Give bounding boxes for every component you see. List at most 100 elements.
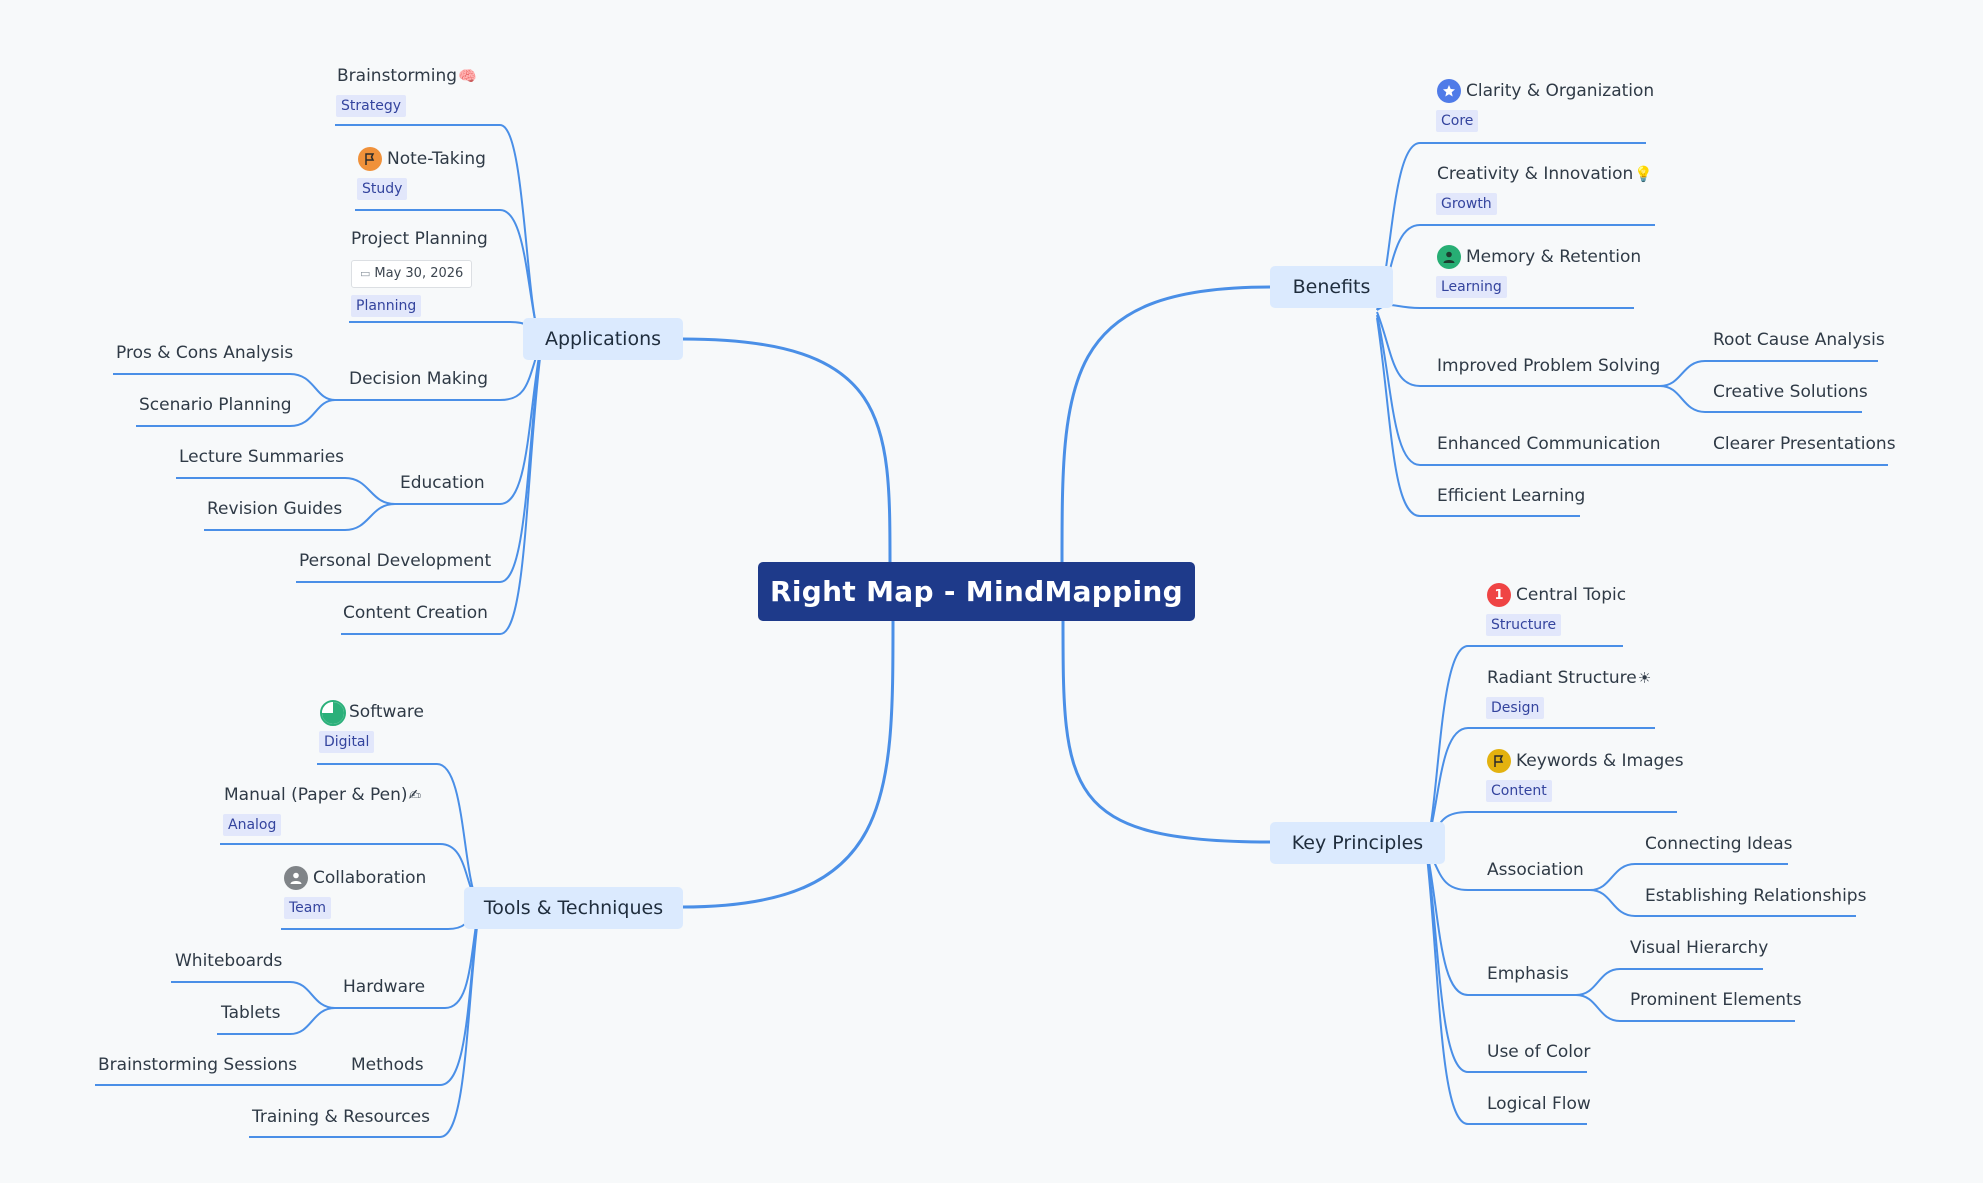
- node-education[interactable]: Education: [400, 473, 485, 493]
- node-revision-guides[interactable]: Revision Guides: [207, 499, 343, 519]
- edge-assoc-connecting: [1589, 863, 1788, 891]
- node-lecture-summaries[interactable]: Lecture Summaries: [179, 447, 345, 467]
- flag-icon: [358, 147, 382, 171]
- node-creative-solutions[interactable]: Creative Solutions: [1713, 382, 1868, 402]
- node-connecting-ideas[interactable]: Connecting Ideas: [1645, 834, 1793, 854]
- edge-hardware-tablets: [217, 1007, 336, 1035]
- edge-hardware-whiteboards: [171, 981, 336, 1009]
- central-topic-node[interactable]: Right Map - MindMapping: [758, 562, 1195, 621]
- node-central-topic[interactable]: Central Topic: [1516, 585, 1627, 605]
- edge-kp-central: [1426, 645, 1623, 846]
- edge-education-lecture: [176, 477, 396, 505]
- edge-ben-problem: [1376, 311, 1660, 387]
- edge-emph-prominent: [1575, 994, 1795, 1022]
- priority-1-icon: 1: [1487, 583, 1511, 607]
- node-efficient-learning[interactable]: Efficient Learning: [1437, 486, 1586, 506]
- node-label: Brainstorming: [337, 66, 458, 86]
- edge-problem-root: [1659, 360, 1878, 387]
- tag-content: Content: [1486, 780, 1552, 802]
- node-enhanced-communication[interactable]: Enhanced Communication: [1437, 434, 1661, 454]
- flag-icon: [1487, 749, 1511, 773]
- node-clarity-organization[interactable]: Clarity & Organization: [1466, 81, 1655, 101]
- edge-kp-emphasis: [1426, 849, 1576, 996]
- node-brainstorming[interactable]: Brainstorming🧠: [337, 65, 477, 87]
- lightbulb-icon: 💡: [1634, 165, 1654, 183]
- node-emphasis[interactable]: Emphasis: [1487, 964, 1569, 984]
- node-decision-making[interactable]: Decision Making: [349, 369, 488, 389]
- node-visual-hierarchy[interactable]: Visual Hierarchy: [1630, 938, 1769, 958]
- node-prominent-elements[interactable]: Prominent Elements: [1630, 990, 1802, 1010]
- tag-learning: Learning: [1436, 276, 1507, 298]
- node-manual[interactable]: Manual (Paper & Pen)✍: [224, 784, 421, 806]
- due-date-chip: ▭May 30, 2026: [351, 260, 473, 288]
- branch-applications[interactable]: Applications: [523, 318, 683, 360]
- tag-team: Team: [284, 897, 332, 919]
- node-logical-flow[interactable]: Logical Flow: [1487, 1094, 1591, 1114]
- tag-structure: Structure: [1486, 614, 1562, 636]
- edge-tools-training: [249, 917, 479, 1138]
- edge-education-revision: [204, 503, 396, 531]
- node-project-planning[interactable]: Project Planning: [351, 229, 488, 249]
- edge-kp-flow: [1426, 855, 1587, 1125]
- node-personal-development[interactable]: Personal Development: [299, 551, 492, 571]
- node-tablets[interactable]: Tablets: [221, 1003, 281, 1023]
- node-training-resources[interactable]: Training & Resources: [252, 1107, 430, 1127]
- tag-growth: Growth: [1436, 193, 1497, 215]
- node-clearer-presentations[interactable]: Clearer Presentations: [1713, 434, 1896, 454]
- calendar-icon: ▭: [360, 267, 371, 280]
- node-pros-cons[interactable]: Pros & Cons Analysis: [116, 343, 294, 363]
- branch-tools-techniques[interactable]: Tools & Techniques: [464, 887, 683, 929]
- node-keywords-images[interactable]: Keywords & Images: [1516, 751, 1684, 771]
- node-content-creation[interactable]: Content Creation: [343, 603, 488, 623]
- edge-app-education: [395, 349, 541, 505]
- user-icon: [284, 866, 308, 890]
- node-creativity-innovation[interactable]: Creativity & Innovation💡: [1437, 163, 1653, 185]
- date-text: May 30, 2026: [374, 266, 464, 281]
- edge-ben-communication: [1376, 314, 1888, 466]
- node-improved-problem-solving[interactable]: Improved Problem Solving: [1437, 356, 1661, 376]
- node-association[interactable]: Association: [1487, 860, 1584, 880]
- node-note-taking[interactable]: Note-Taking: [387, 149, 486, 169]
- edge-root-benefits: [1060, 285, 1271, 566]
- node-software[interactable]: Software: [349, 702, 424, 722]
- edge-app-projectplanning: [349, 321, 541, 341]
- node-radiant-structure[interactable]: Radiant Structure☀: [1487, 667, 1651, 689]
- edge-root-tools: [681, 617, 895, 909]
- node-methods[interactable]: Methods: [351, 1055, 424, 1075]
- edge-decision-pros: [113, 373, 336, 401]
- tag-design: Design: [1486, 697, 1545, 719]
- tag-strategy: Strategy: [336, 95, 406, 117]
- edge-emph-visual: [1575, 968, 1763, 996]
- writing-hand-icon: ✍: [408, 786, 422, 804]
- node-label: Creativity & Innovation: [1437, 164, 1634, 184]
- tag-analog: Analog: [223, 814, 282, 836]
- branch-benefits[interactable]: Benefits: [1270, 266, 1393, 308]
- edge-decision-scenario: [136, 399, 336, 427]
- tag-core: Core: [1436, 110, 1479, 132]
- node-brainstorming-sessions[interactable]: Brainstorming Sessions: [98, 1055, 298, 1075]
- node-use-of-color[interactable]: Use of Color: [1487, 1042, 1591, 1062]
- brain-icon: 🧠: [458, 67, 477, 85]
- node-hardware[interactable]: Hardware: [343, 977, 426, 997]
- edge-ben-memory: [1376, 303, 1634, 311]
- edge-root-applications: [681, 337, 892, 566]
- tag-digital: Digital: [319, 731, 375, 753]
- node-whiteboards[interactable]: Whiteboards: [175, 951, 283, 971]
- branch-key-principles[interactable]: Key Principles: [1270, 822, 1445, 864]
- edge-problem-creative: [1659, 385, 1862, 413]
- node-memory-retention[interactable]: Memory & Retention: [1466, 247, 1642, 267]
- node-scenario-planning[interactable]: Scenario Planning: [139, 395, 292, 415]
- tag-planning: Planning: [351, 295, 422, 317]
- tag-study: Study: [357, 178, 408, 200]
- node-label: Radiant Structure: [1487, 668, 1637, 688]
- edge-assoc-establishing: [1589, 889, 1856, 917]
- progress-pie-icon: [320, 700, 346, 726]
- node-collaboration[interactable]: Collaboration: [313, 868, 427, 888]
- user-icon: [1437, 245, 1461, 269]
- node-root-cause-analysis[interactable]: Root Cause Analysis: [1713, 330, 1885, 350]
- edge-app-content: [341, 357, 541, 635]
- node-establishing-relationships[interactable]: Establishing Relationships: [1645, 886, 1867, 906]
- node-label: Manual (Paper & Pen): [224, 785, 408, 805]
- sun-icon: ☀: [1637, 669, 1652, 687]
